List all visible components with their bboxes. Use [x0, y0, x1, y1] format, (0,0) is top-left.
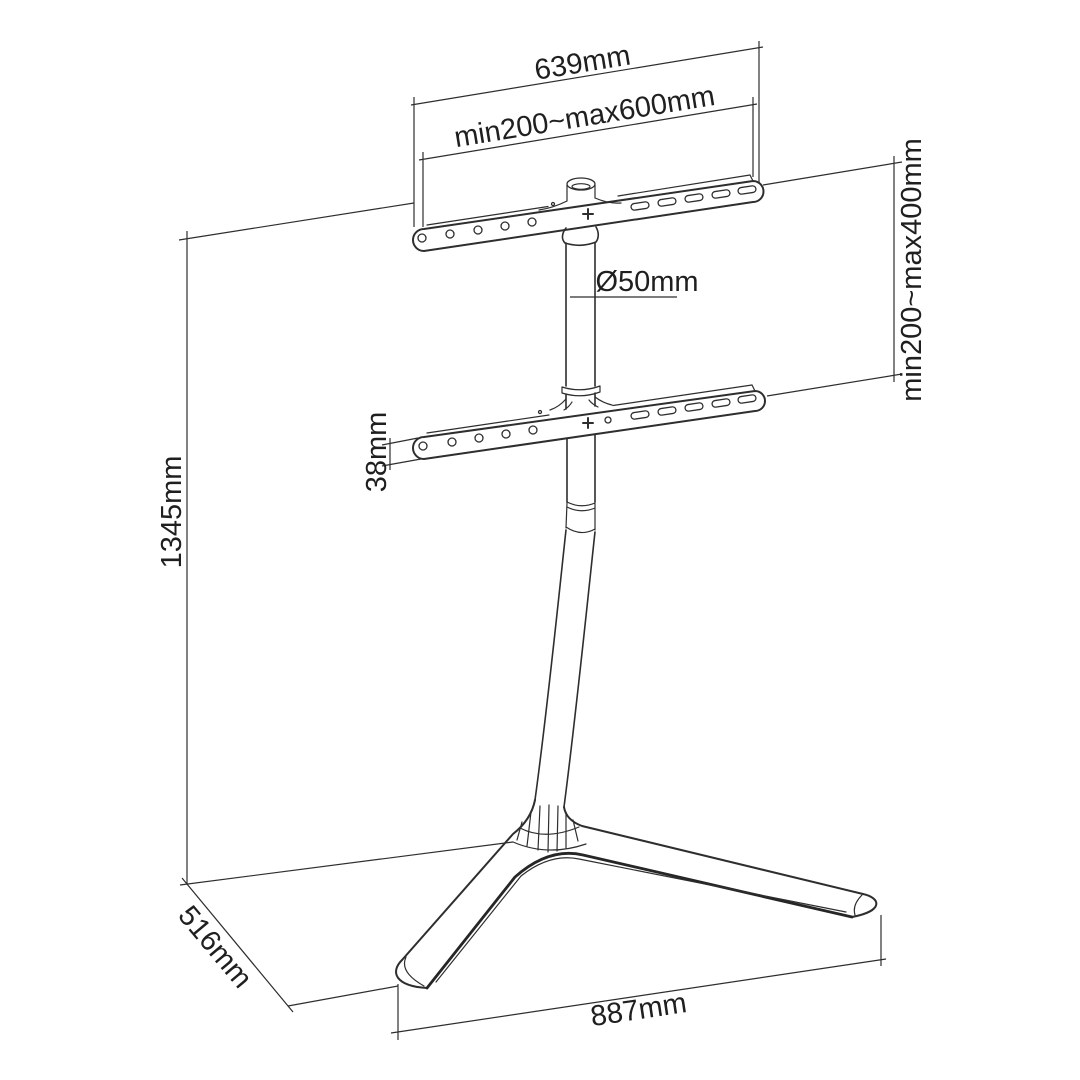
screw-cross-icon — [582, 417, 594, 429]
pole-diameter-label: Ø50mm — [595, 266, 698, 298]
top-width-label: 639mm — [532, 40, 633, 87]
bracket-height-label: 38mm — [361, 412, 393, 493]
dimension-base-depth: 516mm — [172, 877, 399, 1013]
dimension-vesa-height-range: min200~max400mm — [762, 138, 928, 402]
vesa-height-range-label: min200~max400mm — [896, 138, 928, 402]
base-width-label: 887mm — [588, 987, 688, 1033]
top-vesa-bracket — [412, 174, 765, 252]
stand-pole — [534, 242, 601, 808]
top-bracket-slots — [630, 185, 757, 211]
total-height-label: 1345mm — [156, 456, 188, 569]
pole-top-cap — [538, 177, 622, 211]
base-depth-label: 516mm — [172, 900, 259, 995]
dimension-base-width: 887mm — [390, 915, 887, 1040]
dimension-pole-diameter: Ø50mm — [570, 266, 699, 298]
base-gusset-webbing — [512, 804, 587, 853]
lower-bracket-slots — [630, 394, 757, 420]
dimension-total-height: 1345mm — [156, 202, 514, 886]
screw-cross-icon — [582, 208, 594, 220]
lower-vesa-bracket — [412, 384, 766, 460]
stand-base — [395, 799, 878, 990]
dimension-bracket-height: 38mm — [361, 412, 422, 493]
